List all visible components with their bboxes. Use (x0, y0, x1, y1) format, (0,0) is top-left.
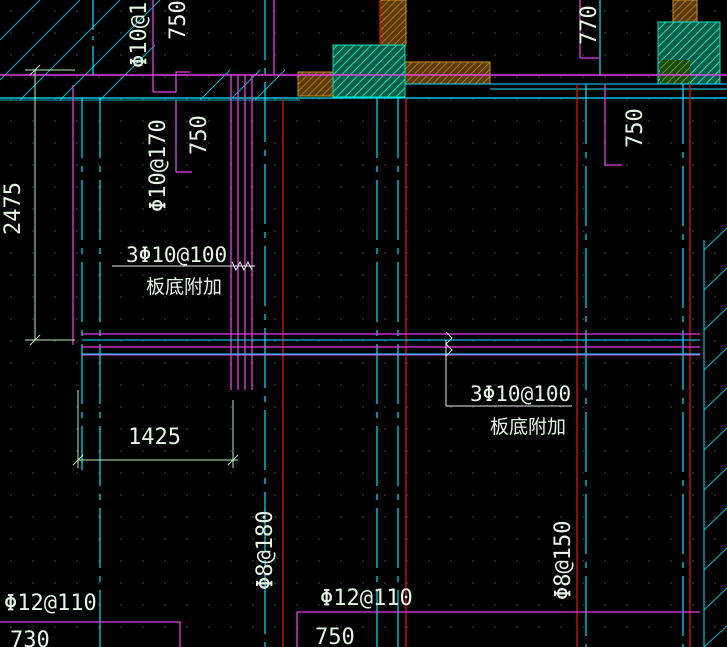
column-teal-left (332, 44, 406, 98)
horizontal-dim-label: 1425 (128, 425, 181, 450)
dimension-lines (25, 64, 239, 468)
left-dim-750-label: 750 (187, 115, 212, 155)
top-right-dim-label: 770 (577, 5, 602, 45)
bottom-rebar-runs (0, 611, 700, 647)
extra-note-label-2: 板底附加 (490, 416, 566, 438)
cyan-vertical-lines (81, 0, 684, 647)
bottom-left-dim-label: 730 (10, 628, 50, 647)
bottom-left-rebar-label: Φ12@110 (4, 591, 97, 616)
bottom-mid-dim-label: 750 (315, 625, 355, 647)
top-left-wall-hatch (0, 0, 286, 101)
top-left-rebar-label: Φ10@1 (127, 2, 152, 68)
right-wall-hatch (703, 227, 727, 647)
left-vertical-dim-label: 2475 (1, 182, 26, 235)
leader-lines (112, 260, 572, 407)
additional-rebar-band (82, 333, 700, 356)
red-lines (282, 0, 691, 647)
extra-rebar-label-2: 3Φ10@100 (470, 382, 571, 406)
left-rebar-170-label: Φ10@170 (146, 119, 171, 212)
extra-note-label-1: 板底附加 (146, 276, 222, 298)
top-beam-lines (0, 74, 727, 101)
column-top-orange (379, 0, 407, 46)
annotation-texts: Φ10@1 750 770 Φ10@170 750 750 2475 3Φ10@… (1, 0, 648, 647)
rebar-8-180-label: Φ8@180 (253, 511, 278, 590)
bottom-mid-rebar-label: Φ12@110 (320, 586, 413, 611)
right-dim-750-label: 750 (623, 108, 648, 148)
extra-rebar-label-1: 3Φ10@100 (126, 243, 227, 267)
rebar-8-150-label: Φ8@150 (551, 521, 576, 600)
top-left-dim-label: 750 (166, 0, 191, 40)
magenta-rebar-verticals (72, 0, 622, 390)
column-blocks (297, 0, 721, 98)
